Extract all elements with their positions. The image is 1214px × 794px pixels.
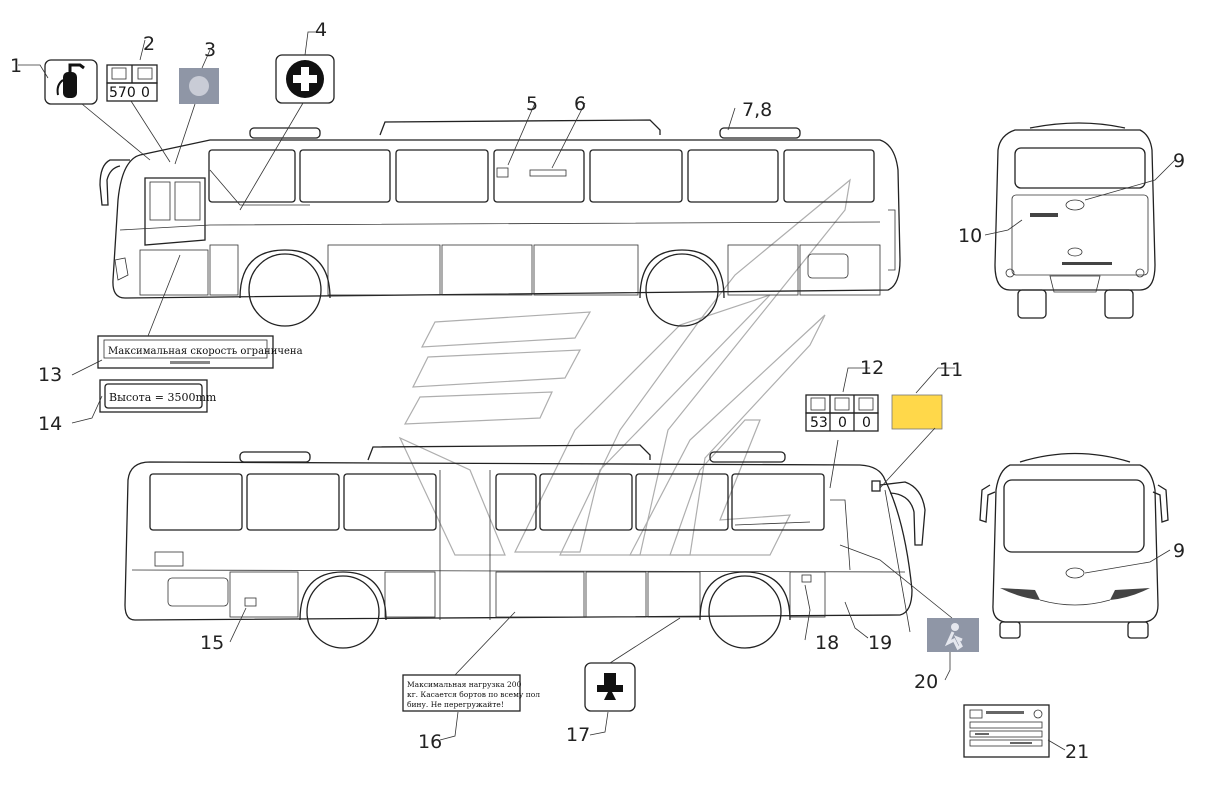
- callout-4: 4: [315, 19, 327, 41]
- callout-7-8: 7,8: [742, 99, 772, 121]
- bus-side-view-left: [124, 444, 926, 649]
- callout-12: 12: [860, 357, 884, 379]
- callout-9-rear: 9: [1173, 150, 1185, 172]
- callout-9-front: 9: [1173, 540, 1185, 562]
- callout-20: 20: [914, 671, 938, 693]
- callout-21: 21: [1065, 741, 1089, 763]
- callout-5: 5: [526, 93, 538, 115]
- load-notice-line-2: кг. Касается бортов по всему пол: [407, 690, 540, 699]
- callout-14: 14: [38, 413, 62, 435]
- callout-1: 1: [10, 55, 22, 77]
- luggage-hold-icon: [597, 673, 623, 700]
- sticker-walking-person: [927, 618, 979, 652]
- seat-count-top: 570: [109, 85, 136, 101]
- callout-2: 2: [143, 33, 155, 55]
- callout-3: 3: [204, 39, 216, 61]
- seat-count-1: 53: [810, 415, 828, 431]
- callout-16: 16: [418, 731, 442, 753]
- sticker-luggage-hold: [584, 662, 636, 712]
- callout-6: 6: [574, 93, 586, 115]
- seat-count-top-b: 0: [141, 85, 150, 101]
- callout-10: 10: [958, 225, 982, 247]
- sticker-fire-extinguisher: [44, 59, 98, 105]
- sticker-seat-counts: 53 0 0: [805, 394, 879, 432]
- sticker-emergency-exit: [179, 68, 219, 104]
- seat-count-2: 0: [838, 415, 847, 431]
- seat-count-3: 0: [862, 415, 871, 431]
- callout-19: 19: [868, 632, 892, 654]
- sticker-yellow-label: [891, 394, 943, 430]
- bus-front-view: [979, 452, 1169, 639]
- fire-extinguisher-icon: [56, 63, 85, 98]
- callout-15: 15: [200, 632, 224, 654]
- leader-lines: [18, 31, 1176, 751]
- height-text: Высота = 3500mm: [109, 391, 217, 404]
- callout-11: 11: [939, 359, 963, 381]
- sticker-height: Высота = 3500mm: [99, 379, 217, 413]
- callout-17: 17: [566, 724, 590, 746]
- sticker-first-aid: [275, 54, 335, 104]
- callout-18: 18: [815, 632, 839, 654]
- speed-limit-text: Максимальная скорость ограничена: [108, 346, 303, 357]
- sticker-data-plate: [963, 704, 1050, 758]
- watermark-logo: [398, 178, 851, 556]
- load-notice-line-3: бину. Не перегружайте!: [407, 700, 504, 709]
- bus-rear-view: [994, 122, 1156, 319]
- sticker-speed-limit: Максимальная скорость ограничена: [97, 335, 303, 369]
- first-aid-icon: [286, 60, 324, 98]
- sticker-load-notice: Максимальная нагрузка 200 кг. Касается б…: [402, 674, 540, 712]
- bus-side-view-right: [99, 119, 901, 327]
- callout-13: 13: [38, 364, 62, 386]
- load-notice-line-1: Максимальная нагрузка 200: [407, 680, 522, 689]
- sticker-seat-count-top: 570 0: [106, 64, 158, 102]
